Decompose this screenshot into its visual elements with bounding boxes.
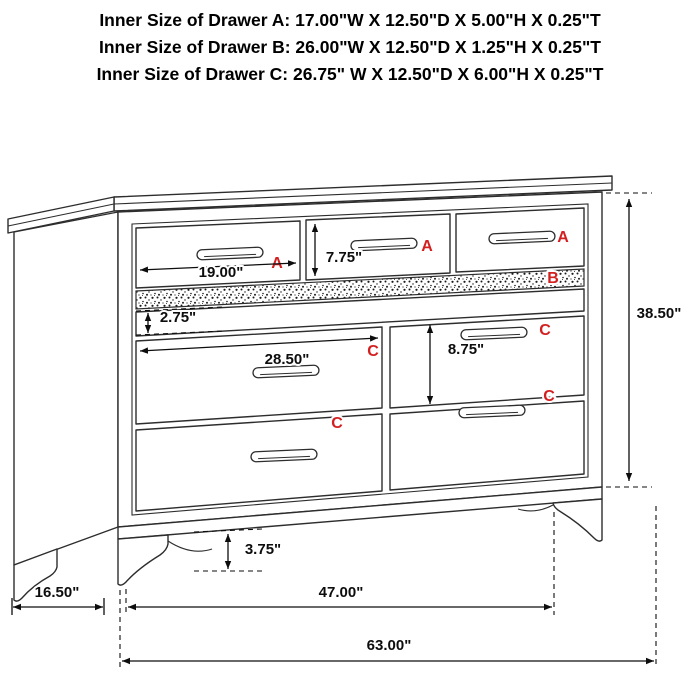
dimension-drawer-a-width: 19.00": [139, 260, 297, 283]
dimension-line: [139, 260, 297, 273]
drawer-letter-a2: A: [421, 238, 433, 255]
dimension-feet-span: 47.00": [125, 512, 555, 615]
dresser-front-inner-frame: [131, 203, 589, 516]
drawer-letter-c-bottom-right: C: [543, 388, 555, 405]
drawer-c-bottom-left: [135, 413, 383, 512]
dimension-label: 8.75": [448, 341, 484, 358]
dresser-side-panel: [13, 211, 119, 566]
dimension-label: 16.50": [35, 584, 80, 601]
spec-line-drawer-c: Inner Size of Drawer C: 26.75" W X 12.50…: [96, 64, 604, 84]
dimension-depth: 16.50": [11, 582, 105, 615]
dimension-line: [139, 335, 379, 354]
dimension-label: 47.00": [319, 584, 364, 601]
drawer-c-bottom-right-handle-icon: [458, 404, 526, 419]
spec-line-drawer-a: Inner Size of Drawer A: 17.00"W X 12.50"…: [99, 10, 601, 30]
spec-line-drawer-b: Inner Size of Drawer B: 26.00"W X 12.50"…: [99, 37, 601, 57]
dimension-label: 2.75": [160, 309, 196, 326]
drawer-b-glitter-front: [135, 268, 585, 310]
drawer-c-middle-right: [389, 315, 585, 409]
dimension-drawer-b-height: 2.75": [135, 306, 225, 336]
front-right-foot: [552, 498, 603, 542]
dimension-label: 38.50": [637, 305, 682, 322]
dimension-label: 7.75": [326, 249, 362, 266]
extension-line: [193, 528, 263, 533]
dimension-label: 63.00": [367, 637, 412, 654]
drawer-letter-c-middle-right: C: [539, 322, 551, 339]
apron-curve-left: [167, 540, 213, 552]
apron-curve-right: [517, 504, 554, 512]
dresser-illustration: [7, 175, 613, 602]
dimension-annotations: 19.00" 7.75" 2.75" 28.50" 8.75": [11, 192, 683, 667]
dresser-top-molding-line: [113, 182, 613, 205]
drawer-c-bottom-left-handle-icon: [250, 448, 318, 463]
drawer-a-top-left-handle-icon: [196, 246, 264, 261]
dimension-drawer-a-height: 7.75": [311, 224, 364, 276]
spec-header: Inner Size of Drawer A: 17.00"W X 12.50"…: [0, 7, 700, 88]
back-left-foot: [13, 548, 58, 602]
dimension-drawer-c-height: 8.75": [426, 325, 486, 404]
drawer-letter-a3: A: [557, 229, 569, 246]
dimension-label: 19.00": [199, 264, 244, 281]
extension-line: [135, 306, 225, 312]
dresser-top-side-molding-line: [7, 203, 115, 227]
drawer-b-lower-front: [135, 288, 585, 337]
drawer-letter-c-middle-left: C: [367, 343, 379, 360]
drawer-letter-c-bottom-left: C: [331, 415, 343, 432]
dimension-overall-height: 38.50": [606, 192, 683, 488]
dimension-label: 3.75": [245, 541, 281, 558]
dimension-label: 28.50": [265, 351, 310, 368]
drawer-letter-b: B: [547, 270, 559, 287]
drawer-a-top-middle-handle-icon: [350, 237, 418, 252]
drawer-a-top-right-handle-icon: [488, 230, 556, 245]
extension-line: [135, 330, 225, 336]
front-left-foot: [117, 534, 169, 586]
dimension-foot-height: 3.75": [193, 528, 283, 572]
drawer-c-middle-left-handle-icon: [252, 364, 320, 379]
dimension-overall-width: 63.00": [119, 506, 657, 667]
dimension-drawer-c-width: 28.50": [139, 335, 379, 370]
drawer-c-middle-right-handle-icon: [460, 326, 528, 341]
